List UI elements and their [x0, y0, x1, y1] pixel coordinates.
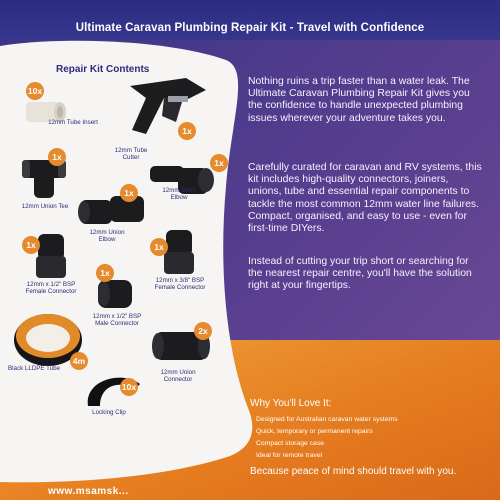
label-union-tee: 12mm Union Tee	[21, 203, 69, 210]
stem-elbow-image	[150, 166, 214, 194]
why-love-item: Compact storage case	[256, 440, 325, 447]
label-union-elbow: 12mm Union Elbow	[89, 229, 125, 243]
why-love-title: Why You'll Love It:	[250, 398, 332, 409]
tube-insert-image	[26, 102, 66, 122]
qty-badge-bsp-male: 1x	[96, 264, 114, 282]
bsp-male-image	[98, 280, 132, 308]
locking-clip-image	[87, 377, 140, 406]
label-union-connector: 12mm Union Connector	[160, 369, 196, 383]
tube-cutter-image	[130, 78, 206, 134]
qty-badge-bsp-female-three-eighths: 1x	[150, 238, 168, 256]
why-love-list: Designed for Australian caravan water sy…	[256, 414, 398, 462]
qty-badge-union-tee: 1x	[48, 148, 66, 166]
qty-badge-union-connector: 2x	[194, 322, 212, 340]
lldpe-tube-coil-image	[14, 314, 82, 366]
label-lldpe-tube: Black LLDPE Tube	[8, 365, 60, 372]
intro-paragraph-3: Instead of cutting your trip short or se…	[248, 256, 472, 292]
label-bsp-male: 12mm x 1/2" BSP Male Connector	[92, 313, 142, 327]
why-love-item: Designed for Australian caravan water sy…	[256, 416, 398, 423]
closing-line: Because peace of mind should travel with…	[250, 466, 457, 477]
label-bsp-female-half: 12mm x 1/2" BSP Female Connector	[25, 281, 77, 295]
label-stem-elbow: 12mm Stem Elbow	[162, 187, 196, 201]
intro-paragraph-2: Carefully curated for caravan and RV sys…	[248, 162, 482, 235]
qty-badge-tube-insert: 10x	[26, 82, 44, 100]
qty-badge-locking-clip: 10x	[120, 378, 138, 396]
label-tube-cutter: 12mm Tube Cutter	[114, 147, 148, 161]
kit-contents-title: Repair Kit Contents	[56, 64, 150, 75]
union-elbow-image	[78, 196, 144, 224]
qty-badge-union-elbow: 1x	[120, 184, 138, 202]
label-bsp-female-three-eighths: 12mm x 3/8" BSP Female Connector	[154, 277, 206, 291]
why-love-item: Quick, temporary or permanent repairs	[256, 428, 373, 435]
bsp-female-three-eighths-image	[164, 230, 194, 274]
why-love-item: Ideal for remote travel	[256, 452, 323, 459]
website-url: www.msamsk...	[48, 486, 129, 497]
union-connector-image	[152, 332, 210, 360]
qty-badge-stem-elbow: 1x	[210, 154, 228, 172]
qty-badge-tube-cutter: 1x	[178, 122, 196, 140]
page-title: Ultimate Caravan Plumbing Repair Kit - T…	[75, 22, 425, 34]
qty-badge-bsp-female-half: 1x	[22, 236, 40, 254]
qty-badge-lldpe-tube: 4m	[70, 352, 88, 370]
intro-paragraph-1: Nothing ruins a trip faster than a water…	[248, 76, 470, 124]
bsp-female-half-image	[36, 234, 66, 278]
label-tube-insert: 12mm Tube Insert	[48, 119, 98, 126]
label-locking-clip: Locking Clip	[92, 409, 126, 416]
